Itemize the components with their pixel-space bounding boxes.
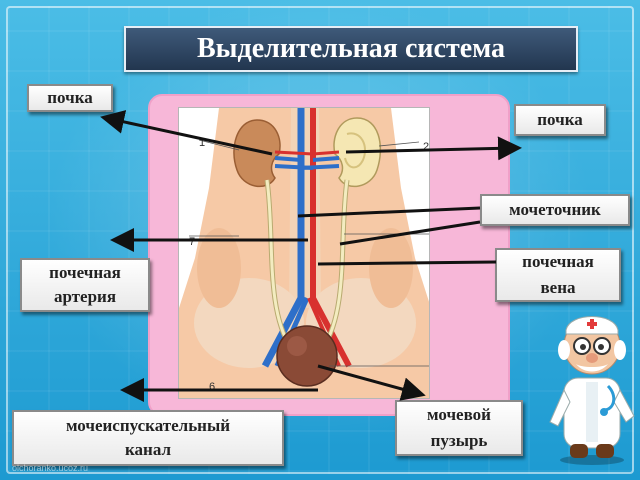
label-renal-vein-line1: почечная (522, 252, 594, 271)
figure-number-6: 6 (209, 381, 215, 393)
urinary-system-figure: 1 2 3 4 5 6 7 (178, 107, 430, 399)
label-renal-vein-line2: вена (540, 278, 576, 297)
label-bladder-line2: пузырь (430, 431, 488, 450)
label-kidney-left[interactable]: почка (27, 84, 113, 112)
figure-number-2: 2 (423, 141, 429, 153)
figure-number-7: 7 (189, 236, 195, 248)
bladder-shape (276, 325, 338, 387)
label-urethra[interactable]: мочеиспускательный канал (12, 410, 284, 466)
page-title: Выделительная система (124, 26, 578, 72)
renal-vessels-right (300, 156, 340, 170)
aorta-shape (310, 108, 352, 368)
label-ureter[interactable]: мочеточник (480, 194, 630, 226)
label-urethra-line1: мочеиспускательный (65, 416, 231, 435)
figure-number-1: 1 (199, 137, 205, 149)
label-kidney-right[interactable]: почка (514, 104, 606, 136)
label-bladder-line1: мочевой (427, 405, 491, 424)
left-kidney-shape (233, 119, 281, 188)
label-kidney-right-text: почка (537, 110, 583, 129)
label-renal-artery-line2: артерия (53, 287, 117, 306)
vena-cava-shape (261, 108, 305, 368)
label-bladder[interactable]: мочевой пузырь (395, 400, 523, 456)
label-kidney-left-text: почка (47, 88, 93, 107)
spine-shape (289, 108, 321, 308)
label-renal-artery[interactable]: почечная артерия (20, 258, 150, 312)
watermark: olchoranko.ucoz.ru (12, 463, 89, 473)
label-renal-artery-line1: почечная (49, 263, 121, 282)
label-ureter-text: мочеточник (509, 200, 601, 219)
doctor-cartoon-icon (549, 316, 635, 465)
right-kidney-shape (333, 117, 382, 188)
label-renal-vein[interactable]: почечная вена (495, 248, 621, 302)
label-urethra-line2: канал (124, 440, 172, 459)
